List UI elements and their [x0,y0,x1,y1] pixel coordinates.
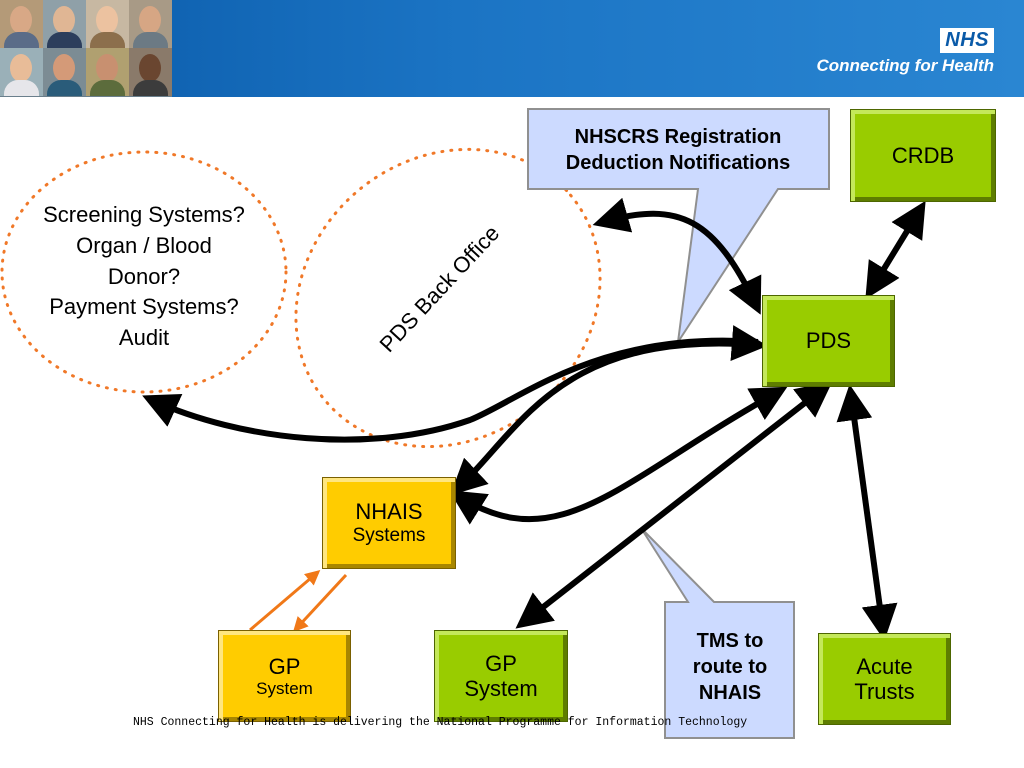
nhais-systems-box: NHAIS Systems [322,477,456,569]
pds-box: PDS [762,295,895,387]
header-photo-collage [0,0,172,97]
screening-line-4: Payment Systems? [49,294,239,320]
tms-line-3: NHAIS [698,682,762,704]
arrow-pds-acute-trusts [836,384,898,641]
crdb-box: CRDB [850,109,996,202]
arrow-pds-crdb [865,200,926,300]
header-banner: NHS Connecting for Health [0,0,1024,97]
acute-label: Acute [856,653,913,679]
photo-person-7 [86,48,129,96]
screening-systems-label: Screening Systems? Organ / Blood Donor? … [14,200,274,354]
arrow-pds-nhais-upper [450,325,768,496]
footer-text: NHS Connecting for Health is delivering … [133,716,748,729]
arrow-pds-nhais-lower [448,386,788,525]
nhscrs-line-2: Deduction Notifications [565,152,791,174]
photo-person-2 [43,0,86,48]
nhs-logo: NHS [940,28,994,53]
screening-line-2: Organ / Blood [76,232,212,258]
nhs-branding: NHS Connecting for Health [816,28,994,76]
gp-system-yellow-box: GP System [218,630,351,722]
acute-trusts-box: Acute Trusts [818,633,951,725]
arrow-pds-nhscrs [592,197,762,315]
photo-person-8 [129,48,172,96]
arrow-pds-gp-system [515,381,833,629]
gp-green-label: GP [485,650,517,676]
crdb-label: CRDB [891,142,955,168]
photo-person-6 [43,48,86,96]
trusts-label: Trusts [854,679,915,704]
arrow-nhais-to-gp [292,573,348,633]
tms-line-1: TMS to [696,630,764,652]
gp-yellow-system-label: System [256,678,313,698]
screening-systems-ellipse [0,150,288,394]
nhscrs-callout-text: NHSCRS Registration Deduction Notificati… [530,124,826,176]
arrow-pds-screening [142,337,759,443]
photo-person-1 [0,0,43,48]
photo-person-4 [129,0,172,48]
nhais-label: NHAIS [355,499,423,525]
photo-person-3 [86,0,129,48]
nhais-systems-label: Systems [352,524,426,546]
screening-line-1: Screening Systems? [43,202,245,227]
screening-line-5: Audit [118,325,170,351]
screening-line-3: Donor? [107,263,181,289]
gp-yellow-label: GP [268,653,301,679]
tms-line-2: route to [692,656,768,678]
nhscrs-line-1: NHSCRS Registration [574,126,782,148]
gp-system-green-box: GP System [434,630,568,722]
pds-label: PDS [805,328,852,354]
photo-person-5 [0,48,43,96]
tms-callout-text: TMS to route to NHAIS [666,628,794,706]
nhs-tagline: Connecting for Health [816,56,994,75]
arrow-gp-to-nhais [249,570,321,632]
gp-green-system-label: System [464,676,538,701]
